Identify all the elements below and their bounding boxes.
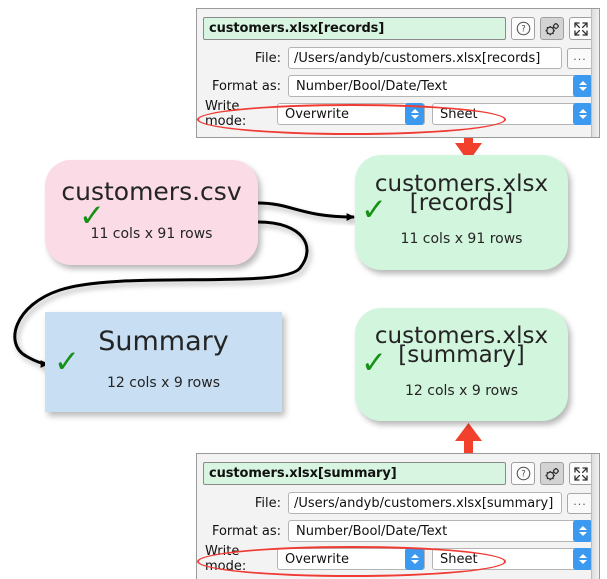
panel-scrollbar[interactable] bbox=[591, 454, 599, 579]
write-mode-row: Write mode: Overwrite Sheet bbox=[203, 544, 593, 574]
file-input[interactable]: /Users/andyb/customers.xlsx[summary] bbox=[288, 492, 562, 514]
format-label: Format as: bbox=[211, 78, 281, 94]
node-title: customers.xlsx bbox=[374, 171, 549, 198]
callout-arrow-bottom bbox=[455, 423, 482, 455]
target-select[interactable]: Sheet bbox=[432, 548, 593, 570]
check-icon: ✓ bbox=[361, 345, 387, 381]
write-mode-label: Write mode: bbox=[205, 99, 247, 129]
svg-text:?: ? bbox=[521, 24, 525, 34]
browse-button[interactable]: ... bbox=[567, 492, 593, 514]
stepper-icon[interactable] bbox=[573, 103, 592, 125]
check-icon: ✓ bbox=[54, 344, 80, 380]
question-mark-icon[interactable]: ? bbox=[511, 17, 535, 40]
node-title: Summary bbox=[98, 325, 229, 357]
node-customers-xlsx-records[interactable]: ✓ customers.xlsx [records] 11 cols x 91 … bbox=[355, 155, 568, 270]
expand-arrows-icon[interactable] bbox=[569, 462, 593, 485]
node-subtitle: 11 cols x 91 rows bbox=[90, 225, 213, 242]
file-label: File: bbox=[254, 50, 281, 66]
edge-csv-to-records bbox=[257, 201, 355, 221]
node-title: customers.csv bbox=[61, 177, 242, 207]
stepper-icon[interactable] bbox=[405, 548, 424, 570]
node-title: customers.xlsx bbox=[374, 323, 549, 350]
node-subtitle: 12 cols x 9 rows bbox=[106, 375, 220, 392]
target-select[interactable]: Sheet bbox=[432, 103, 593, 125]
write-mode-label: Write mode: bbox=[205, 544, 247, 574]
browse-button[interactable]: ... bbox=[567, 47, 593, 69]
stepper-icon[interactable] bbox=[573, 75, 592, 97]
panel-header: customers.xlsx[records] ? bbox=[203, 16, 593, 41]
panel-header: customers.xlsx[summary] ? bbox=[203, 461, 593, 486]
write-mode-select[interactable]: Overwrite bbox=[277, 548, 425, 570]
write-mode-select[interactable]: Overwrite bbox=[277, 103, 425, 125]
node-customers-csv[interactable]: ✓ customers.csv 11 cols x 91 rows bbox=[45, 160, 258, 265]
format-row: Format as: Number/Bool/Date/Text bbox=[203, 74, 593, 98]
stepper-icon[interactable] bbox=[573, 520, 592, 542]
gears-icon[interactable] bbox=[540, 462, 564, 485]
format-row: Format as: Number/Bool/Date/Text bbox=[203, 519, 593, 543]
node-subtitle: 11 cols x 91 rows bbox=[400, 230, 523, 247]
node-title-line2: [records] bbox=[409, 189, 514, 216]
expand-arrows-icon[interactable] bbox=[569, 17, 593, 40]
write-mode-row: Write mode: Overwrite Sheet bbox=[203, 99, 593, 129]
gears-icon[interactable] bbox=[540, 17, 564, 40]
panel-scrollbar[interactable] bbox=[591, 9, 599, 137]
file-input[interactable]: /Users/andyb/customers.xlsx[records] bbox=[288, 47, 562, 69]
file-row: File: /Users/andyb/customers.xlsx[summar… bbox=[203, 491, 593, 515]
format-value: Number/Bool/Date/Text bbox=[296, 523, 448, 539]
format-value: Number/Bool/Date/Text bbox=[296, 78, 448, 94]
node-title-line2: [summary] bbox=[398, 341, 525, 368]
write-mode-value: Overwrite bbox=[285, 106, 349, 122]
svg-text:?: ? bbox=[521, 469, 525, 479]
check-icon: ✓ bbox=[79, 198, 105, 234]
properties-panel-records: customers.xlsx[records] ? bbox=[196, 8, 600, 138]
check-icon: ✓ bbox=[361, 192, 387, 228]
panel-title-field[interactable]: customers.xlsx[summary] bbox=[203, 462, 506, 485]
node-customers-xlsx-summary[interactable]: ✓ customers.xlsx [summary] 12 cols x 9 r… bbox=[355, 308, 568, 421]
stepper-icon[interactable] bbox=[573, 548, 592, 570]
stepper-icon[interactable] bbox=[405, 103, 424, 125]
properties-panel-summary: customers.xlsx[summary] ? bbox=[196, 453, 600, 579]
edge-csv-to-summary bbox=[13, 220, 309, 368]
node-subtitle: 12 cols x 9 rows bbox=[404, 382, 518, 399]
format-select[interactable]: Number/Bool/Date/Text bbox=[288, 520, 593, 542]
callout-arrow-top bbox=[455, 130, 482, 162]
format-select[interactable]: Number/Bool/Date/Text bbox=[288, 75, 593, 97]
node-summary[interactable]: ✓ Summary 12 cols x 9 rows bbox=[45, 312, 282, 412]
target-value: Sheet bbox=[440, 106, 478, 122]
question-mark-icon[interactable]: ? bbox=[511, 462, 535, 485]
target-value: Sheet bbox=[440, 551, 478, 567]
file-row: File: /Users/andyb/customers.xlsx[record… bbox=[203, 46, 593, 70]
file-label: File: bbox=[254, 495, 281, 511]
format-label: Format as: bbox=[211, 523, 281, 539]
panel-title-field[interactable]: customers.xlsx[records] bbox=[203, 17, 506, 40]
write-mode-value: Overwrite bbox=[285, 551, 349, 567]
